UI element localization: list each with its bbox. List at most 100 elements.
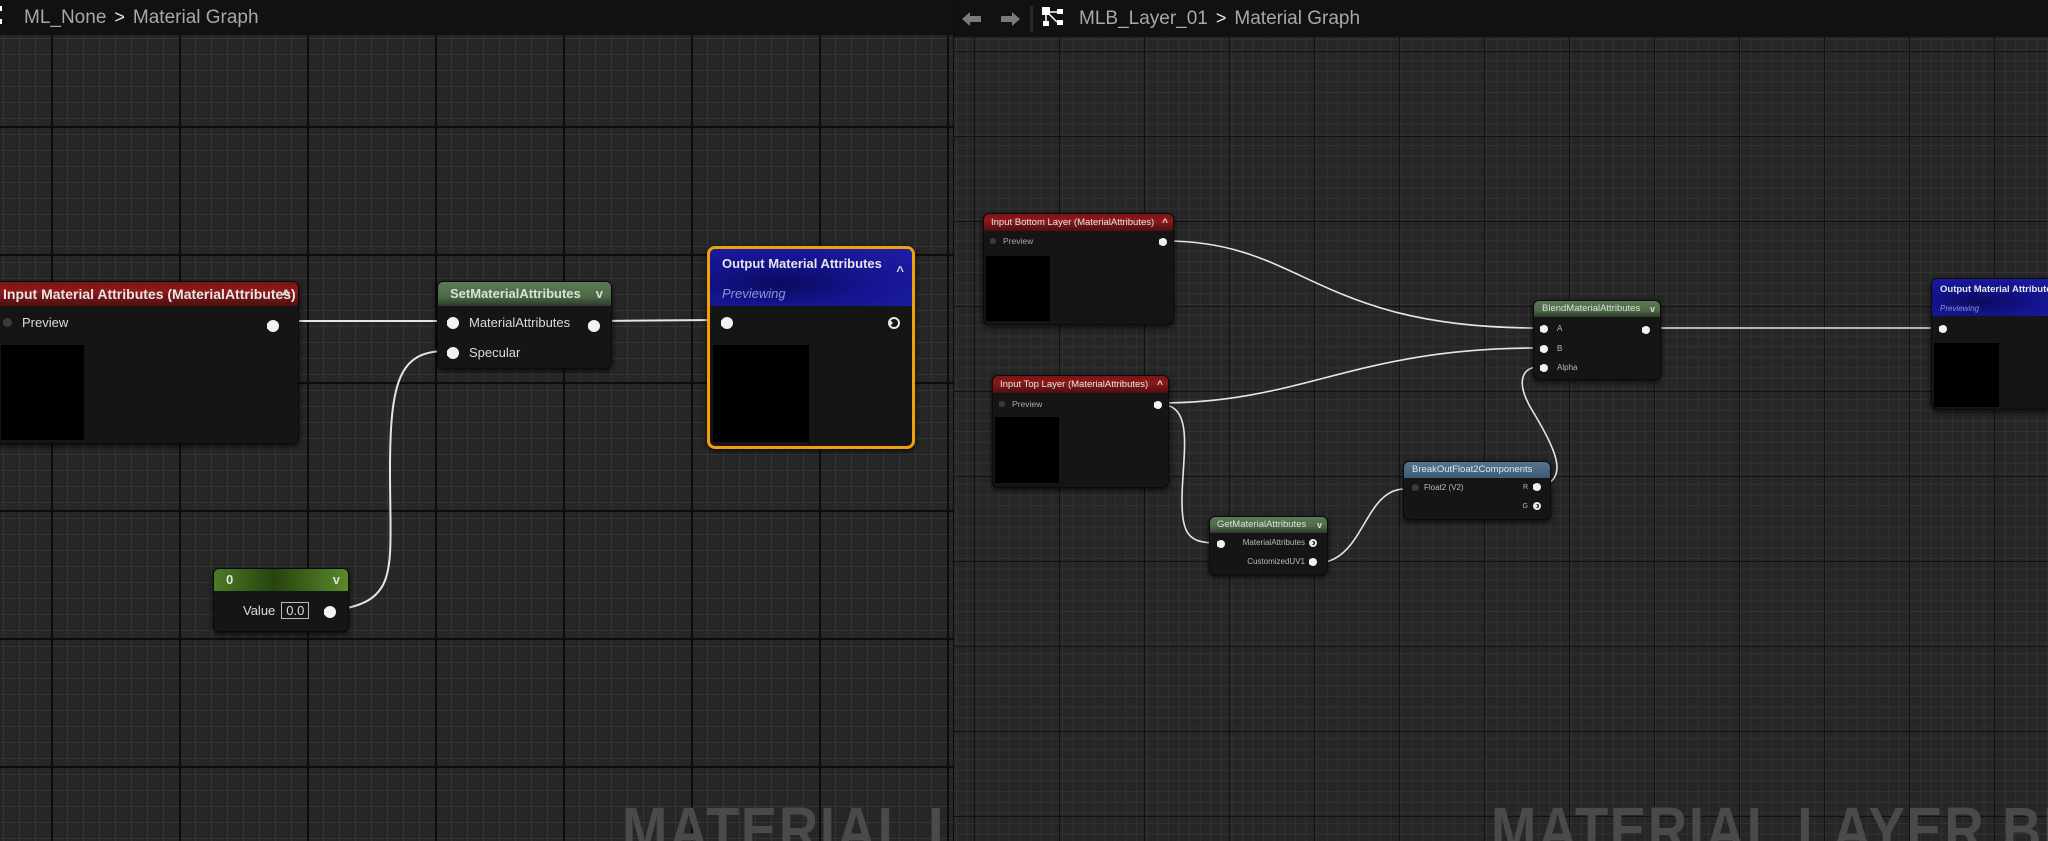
node-input-material-attributes[interactable]: Input Material Attributes (MaterialAttri…: [0, 281, 299, 444]
pin-label: A: [1557, 324, 1563, 333]
value-input[interactable]: 0.0: [281, 602, 310, 619]
pin-material-attributes-input-icon[interactable]: [1939, 325, 1947, 333]
node-title: BlendMaterialAttributes: [1542, 303, 1641, 314]
pin-output-icon[interactable]: [267, 320, 279, 332]
header-divider: [1030, 5, 1033, 32]
pin-label: CustomizedUV1: [1247, 557, 1305, 566]
collapse-chevron-icon[interactable]: ^: [1162, 217, 1168, 228]
pin-label: Preview: [1012, 399, 1043, 409]
graph-hierarchy-icon[interactable]: [1041, 5, 1065, 33]
pin-label: B: [1557, 344, 1563, 353]
preview-thumbnail: [995, 417, 1059, 483]
previewing-label: Previewing: [722, 286, 786, 301]
pin-r-output-icon[interactable]: [1533, 483, 1541, 491]
pin-material-attributes-input-icon[interactable]: [1217, 540, 1225, 548]
pin-row-preview: Preview: [990, 236, 1033, 246]
node-title: Output Material Attributes: [1940, 284, 2048, 295]
pin-float2-input-icon[interactable]: [1412, 484, 1419, 491]
collapse-chevron-icon[interactable]: ^: [281, 286, 290, 302]
node-input-top-layer[interactable]: Input Top Layer (MaterialAttributes) ^ P…: [992, 375, 1169, 488]
pin-label: MaterialAttributes: [1242, 538, 1305, 547]
node-title: SetMaterialAttributes: [450, 286, 581, 301]
expand-chevron-icon[interactable]: v: [1649, 304, 1655, 314]
node-title: GetMaterialAttributes: [1217, 519, 1307, 530]
arrow-left-icon: [962, 11, 981, 26]
node-title: Input Bottom Layer (MaterialAttributes): [991, 217, 1155, 228]
pin-row-float2: Float2 (V2): [1412, 483, 1464, 492]
pin-output-icon[interactable]: [1642, 326, 1650, 334]
node-blend-material-attributes[interactable]: BlendMaterialAttributes v A B Alpha: [1533, 300, 1661, 380]
pin-b-input-icon[interactable]: [1540, 344, 1548, 353]
pin-material-attributes-input-icon[interactable]: [447, 316, 459, 329]
collapse-chevron-icon[interactable]: ^: [896, 263, 904, 279]
graph-hierarchy-icon[interactable]: [0, 4, 6, 32]
graph-watermark: MATERIAL LAYER BL: [1491, 794, 2048, 841]
pin-customized-uv1-output-icon[interactable]: [1309, 557, 1317, 566]
back-button[interactable]: [958, 5, 986, 33]
pin-output-icon[interactable]: [324, 606, 336, 618]
pin-row-material-attributes: MaterialAttributes: [447, 315, 570, 330]
breadcrumb-graph[interactable]: Material Graph: [132, 6, 259, 28]
pin-material-attributes-output-icon[interactable]: [1309, 538, 1317, 547]
node-constant[interactable]: 0 v Value 0.0: [213, 568, 349, 632]
pin-row-specular: Specular: [447, 345, 520, 360]
expand-chevron-icon[interactable]: v: [595, 286, 603, 301]
pin-output-icon[interactable]: [1159, 238, 1167, 246]
node-get-material-attributes[interactable]: GetMaterialAttributes v MaterialAttribut…: [1209, 516, 1328, 575]
breadcrumb-separator-icon: >: [114, 7, 125, 27]
material-graph-pane-right: MATERIAL LAYER BL MLB_Layer_01 > Materia…: [953, 0, 2048, 841]
pin-row-value: Value 0.0: [243, 602, 310, 619]
pin-preview-input-icon[interactable]: [990, 238, 996, 244]
pin-row-a: A: [1540, 324, 1562, 333]
preview-thumbnail: [1934, 343, 1999, 407]
pin-label: Specular: [469, 345, 521, 360]
node-title: 0: [226, 572, 234, 587]
forward-button[interactable]: [996, 5, 1024, 33]
pin-label: Alpha: [1557, 363, 1578, 372]
pin-row-r: R: [1523, 483, 1541, 491]
graph-header-left: ML_None > Material Graph: [0, 0, 953, 35]
graph-header-right: MLB_Layer_01 > Material Graph: [954, 0, 2048, 37]
pin-row-b: B: [1540, 344, 1562, 353]
pin-g-output-icon[interactable]: [1533, 502, 1541, 510]
node-title: Output Material Attributes: [722, 256, 882, 271]
pin-output-unconnected-icon[interactable]: [888, 317, 900, 329]
node-break-out-float2-components[interactable]: BreakOutFloat2Components Float2 (V2) R G: [1403, 461, 1551, 520]
preview-thumbnail: [986, 256, 1050, 321]
material-graph-pane-left: MATERIAL LA ML_None > Material Graph Inp…: [0, 0, 953, 841]
pin-output-icon[interactable]: [588, 320, 600, 332]
pin-material-attributes-input-icon[interactable]: [721, 317, 733, 329]
pin-output-icon[interactable]: [1154, 401, 1162, 409]
node-input-bottom-layer[interactable]: Input Bottom Layer (MaterialAttributes) …: [983, 213, 1174, 325]
expand-chevron-icon[interactable]: v: [1316, 520, 1322, 530]
pin-row-material-attributes: MaterialAttributes: [1243, 538, 1317, 547]
expand-chevron-icon[interactable]: v: [332, 572, 340, 587]
arrow-right-icon: [1001, 11, 1020, 26]
pin-alpha-input-icon[interactable]: [1540, 363, 1548, 372]
node-output-material-attributes[interactable]: Output Material Attributes Previewing: [1931, 278, 2048, 410]
pin-label: Preview: [1003, 236, 1034, 246]
preview-thumbnail: [1, 345, 84, 440]
pin-row-preview: Preview: [999, 399, 1042, 409]
node-title: Input Material Attributes (MaterialAttri…: [3, 286, 296, 302]
pin-label: Float2 (V2): [1424, 483, 1464, 492]
graph-watermark: MATERIAL LA: [622, 794, 953, 841]
collapse-chevron-icon[interactable]: ^: [1157, 379, 1163, 390]
pin-specular-input-icon[interactable]: [447, 346, 459, 359]
pin-row-alpha: Alpha: [1540, 363, 1577, 372]
node-output-material-attributes[interactable]: Output Material Attributes Previewing ^: [707, 246, 915, 449]
pin-a-input-icon[interactable]: [1540, 324, 1548, 333]
pin-preview-input-icon[interactable]: [3, 318, 12, 327]
node-title: Input Top Layer (MaterialAttributes): [1000, 379, 1149, 390]
pin-row-g: G: [1523, 502, 1541, 510]
pin-label: R: [1522, 483, 1528, 491]
pin-preview-input-icon[interactable]: [999, 401, 1005, 407]
node-title: BreakOutFloat2Components: [1412, 464, 1533, 475]
previewing-label: Previewing: [1940, 304, 1980, 313]
breadcrumb-asset[interactable]: ML_None: [24, 6, 107, 28]
pin-label: Preview: [22, 315, 69, 330]
node-set-material-attributes[interactable]: SetMaterialAttributes v MaterialAttribut…: [437, 281, 612, 369]
pin-label: MaterialAttributes: [469, 315, 571, 330]
breadcrumb-asset[interactable]: MLB_Layer_01: [1079, 7, 1208, 29]
breadcrumb-graph[interactable]: Material Graph: [1234, 7, 1361, 29]
